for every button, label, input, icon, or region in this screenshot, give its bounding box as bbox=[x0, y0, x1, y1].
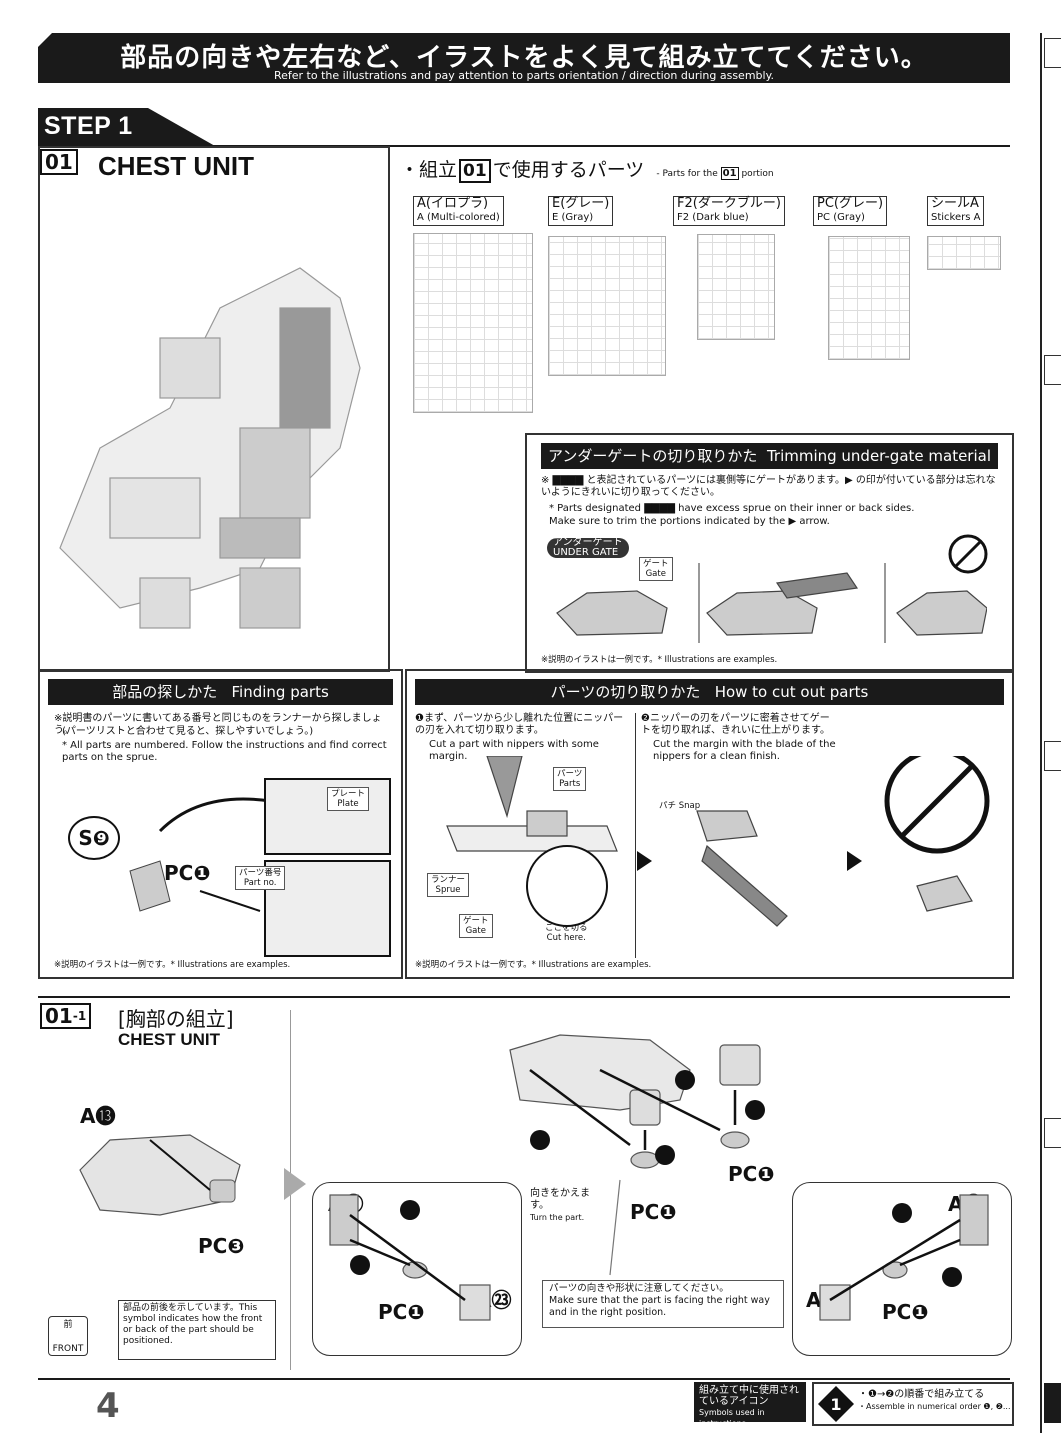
part-pc1-label-top: PC❶ bbox=[728, 1162, 775, 1186]
snap-label: パチ Snap bbox=[659, 801, 701, 811]
page-number: 4 bbox=[96, 1386, 120, 1426]
cut-step1-en: Cut a part with nippers with some margin… bbox=[429, 739, 599, 762]
part-a13-label: A⓭ bbox=[80, 1104, 116, 1128]
step-divider bbox=[38, 145, 1010, 147]
subsection-title-jp: [胸部の組立] bbox=[118, 1007, 234, 1031]
banner-title-jp: 部品の向きや左右など、イラストをよく見て組み立ててください。 bbox=[120, 43, 928, 73]
part-pc1-label-left: PC❶ bbox=[378, 1300, 425, 1324]
detail-left-box bbox=[312, 1182, 522, 1356]
order-symbol-box: 1 ・❶→❷の順番で組み立てる・Assemble in numerical or… bbox=[812, 1382, 1014, 1426]
step-label: STEP 1 bbox=[38, 108, 215, 146]
sprue-label-pc: PC(グレー)PC (Gray) bbox=[813, 196, 888, 226]
part-a13-drawing bbox=[79, 1134, 241, 1216]
chest-unit-drawing bbox=[59, 267, 361, 629]
undergate-note: ※説明のイラストは一例です。* Illustrations are exampl… bbox=[541, 655, 778, 665]
part-pc3-label: PC❸ bbox=[198, 1234, 245, 1258]
section-title: CHEST UNIT bbox=[98, 151, 254, 181]
banner-title-en: Refer to the illustrations and pay atten… bbox=[273, 69, 775, 82]
cut-step1-jp: ❶まず、パーツから少し離れた位置にニッパーの刃を入れて切り取ります。 bbox=[415, 713, 624, 736]
part-number-s9: S❾ bbox=[68, 816, 120, 860]
chest-unit-illustration bbox=[38, 146, 390, 672]
header-banner: 部品の向きや左右など、イラストをよく見て組み立ててください。 Refer to … bbox=[38, 33, 1010, 83]
cutting-illustrations bbox=[446, 756, 990, 927]
part-pc1-label-center: PC❶ bbox=[630, 1200, 677, 1224]
subsection-title-en: CHEST UNIT bbox=[118, 1030, 220, 1049]
undergate-text-en2: Make sure to trim the portions indicated… bbox=[549, 516, 830, 527]
cutting-note: ※説明のイラストは一例です。* Illustrations are exampl… bbox=[415, 960, 652, 970]
section-number: 01 bbox=[40, 149, 78, 175]
assembly-illustration bbox=[329, 1034, 989, 1321]
svg-text:1: 1 bbox=[830, 1395, 841, 1414]
undergate-block: アンダーゲートの切り取りかた Trimming under-gate mater… bbox=[525, 433, 1014, 673]
sprue-label-a: A(イロプラ)A (Multi-colored) bbox=[413, 196, 504, 226]
undergate-illustrations bbox=[556, 563, 987, 643]
finding-text-en: * All parts are numbered. Follow the ins… bbox=[62, 740, 387, 763]
sprue-label-e: E(グレー)E (Gray) bbox=[548, 196, 614, 226]
part-pc1-label-right: PC❶ bbox=[882, 1300, 929, 1324]
order-diamond-icon: 1 bbox=[818, 1386, 854, 1422]
subsection-number: 01-1 bbox=[40, 1003, 92, 1029]
sprue-a-image bbox=[413, 233, 533, 413]
cut-step2-jp: ❷ニッパーの刃をパーツに密着させてゲートを切り取れば、きれいに仕上がります。 bbox=[641, 713, 830, 736]
cutting-block: パーツの切り取りかた How to cut out parts ❶まず、パーツか… bbox=[405, 669, 1014, 979]
finding-parts-block: 部品の探しかた Finding parts ※説明書のパーツに書いてある番号と同… bbox=[38, 669, 403, 979]
finding-text-jp2: (パーツリストと合わせて見ると、探しやすいでしょう。) bbox=[62, 726, 314, 737]
sprue-f2-image bbox=[697, 234, 775, 340]
orientation-note: パーツの向きや形状に注意してください。Make sure that the pa… bbox=[542, 1280, 784, 1328]
undergate-text-en1: * Parts designated ▇▇▇▇ have excess spru… bbox=[549, 503, 915, 514]
detail-right-box bbox=[792, 1182, 1012, 1356]
finding-note: ※説明のイラストは一例です。* Illustrations are exampl… bbox=[54, 960, 291, 970]
sprue-pc-image bbox=[828, 236, 910, 360]
pc1-label: PC❶ bbox=[164, 861, 211, 885]
right-edge-column bbox=[1030, 33, 1061, 1440]
sprue-label-f2: F2(ダークブルー)F2 (Dark blue) bbox=[673, 196, 785, 226]
undergate-header: アンダーゲートの切り取りかた Trimming under-gate mater… bbox=[541, 443, 998, 469]
undergate-text-jp: ※ ▇▇▇▇ と表記されているパーツには裏側等にゲートがあります。▶ の印が付い… bbox=[541, 475, 996, 498]
cutting-header: パーツの切り取りかた How to cut out parts bbox=[415, 679, 1004, 705]
finding-text-jp1: ※説明書のパーツに書いてある番号と同じものをランナーから探しましょう。 bbox=[54, 713, 382, 736]
front-symbol-note: 部品の前後を示しています。This symbol indicates how t… bbox=[118, 1300, 276, 1360]
cut-step2-en: Cut the margin with the blade of the nip… bbox=[653, 739, 836, 762]
order-text: ・❶→❷の順番で組み立てる・Assemble in numerical orde… bbox=[858, 1389, 1011, 1411]
next-arrow-icon bbox=[284, 1168, 306, 1200]
finding-parts-header: 部品の探しかた Finding parts bbox=[48, 679, 393, 705]
prohibited-icon bbox=[948, 534, 988, 574]
turn-part-label: 向きをかえます。Turn the part. bbox=[530, 1188, 590, 1222]
sticker-sheet-image bbox=[927, 236, 1001, 270]
sprue-e-image bbox=[548, 236, 666, 376]
